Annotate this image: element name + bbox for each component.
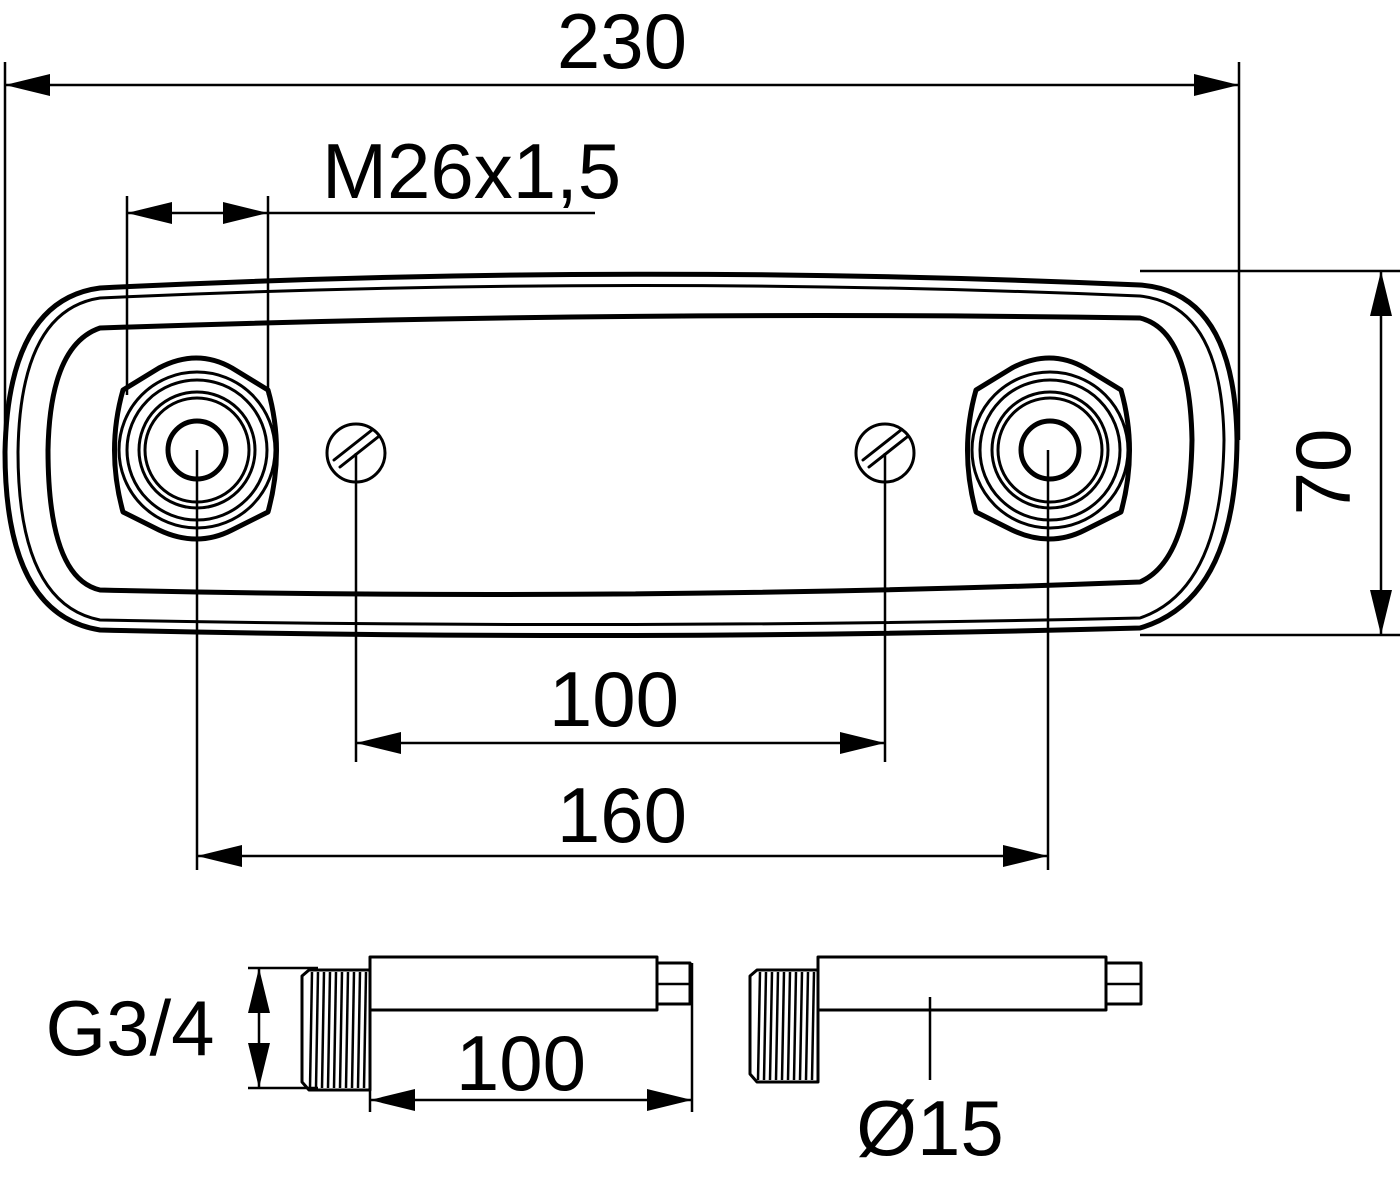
connection-arrow-left	[197, 845, 242, 867]
thread-arrow-left	[127, 202, 172, 224]
left-screw-slot-b	[332, 428, 374, 462]
thread-line	[798, 971, 804, 1081]
screw-spacing-label: 100	[549, 655, 679, 743]
dimension-thread: M26x1,5	[125, 127, 621, 395]
thread-line	[356, 971, 362, 1089]
left-screw-slot-a	[338, 435, 380, 469]
dimension-overall-length: 230	[3, 0, 1241, 452]
height-arrow-top	[1370, 271, 1392, 316]
dimension-nipple-diameter: Ø15	[856, 997, 1004, 1172]
thread-line	[320, 971, 326, 1089]
thread-line	[350, 971, 356, 1089]
thread-line	[338, 971, 344, 1089]
right-connection	[965, 355, 1132, 542]
dimension-screw-spacing: 100	[354, 453, 887, 762]
thread-line	[762, 971, 768, 1081]
right-bore	[1018, 418, 1082, 482]
thread-line	[810, 971, 816, 1081]
right-nut-ring-4	[996, 396, 1104, 504]
right-nipple	[748, 955, 1143, 1084]
thread-line	[786, 971, 792, 1081]
pipe-thread-arrow-bottom	[248, 1043, 270, 1088]
thread-line	[780, 971, 786, 1081]
dimension-pipe-thread: G3/4	[45, 966, 318, 1090]
thread-line	[314, 971, 320, 1089]
thread-line	[756, 971, 762, 1081]
connection-spacing-label: 160	[557, 771, 687, 859]
mounting-plate	[2, 271, 1240, 639]
screw-arrow-right	[840, 732, 885, 754]
thread-line	[308, 971, 314, 1089]
right-nipple-thread-outline	[748, 968, 820, 1084]
nipple-length-arrow-left	[370, 1089, 415, 1111]
thread-line	[362, 971, 368, 1089]
overall-length-label: 230	[557, 0, 687, 85]
thread-line	[332, 971, 338, 1089]
right-nut-ring-3	[990, 390, 1110, 510]
height-arrow-bottom	[1370, 590, 1392, 635]
pipe-thread-arrow-top	[248, 968, 270, 1013]
thread-arrow-right	[223, 202, 268, 224]
thread-line	[344, 971, 350, 1089]
dimension-overall-height: 70	[1140, 269, 1400, 637]
right-nut-ring-1	[970, 370, 1130, 530]
right-nipple-thread-lines	[756, 971, 816, 1081]
screw-arrow-left	[356, 732, 401, 754]
right-nut-ring-2	[978, 378, 1122, 522]
thread-line	[768, 971, 774, 1081]
left-hex-nut	[112, 355, 279, 542]
right-nipple-pipe	[816, 955, 1108, 1012]
left-connection	[112, 355, 279, 542]
arrow-right	[1194, 74, 1239, 96]
connection-arrow-right	[1003, 845, 1048, 867]
plate-outer-outline	[2, 271, 1240, 639]
nipple-length-label: 100	[456, 1019, 586, 1107]
right-screw-slot-b	[861, 428, 903, 462]
thread-line	[804, 971, 810, 1081]
right-hex-nut	[965, 355, 1132, 542]
nipple-length-arrow-right	[647, 1089, 692, 1111]
pipe-thread-label: G3/4	[45, 984, 214, 1072]
thread-line	[792, 971, 798, 1081]
arrow-left	[5, 74, 50, 96]
dimension-connection-spacing: 160	[195, 450, 1050, 870]
left-nipple-pipe	[368, 955, 659, 1012]
plate-outline-2	[16, 283, 1226, 627]
right-screw-slot-a	[867, 435, 909, 469]
nipple-diameter-label: Ø15	[856, 1084, 1003, 1172]
thread-line	[774, 971, 780, 1081]
dimension-nipple-length: 100	[368, 963, 694, 1112]
left-nipple-thread-lines	[308, 971, 368, 1089]
thread-line	[326, 971, 332, 1089]
thread-spec-label: M26x1,5	[322, 127, 621, 215]
plate-inner-outline	[45, 313, 1195, 597]
overall-height-label: 70	[1279, 429, 1367, 516]
